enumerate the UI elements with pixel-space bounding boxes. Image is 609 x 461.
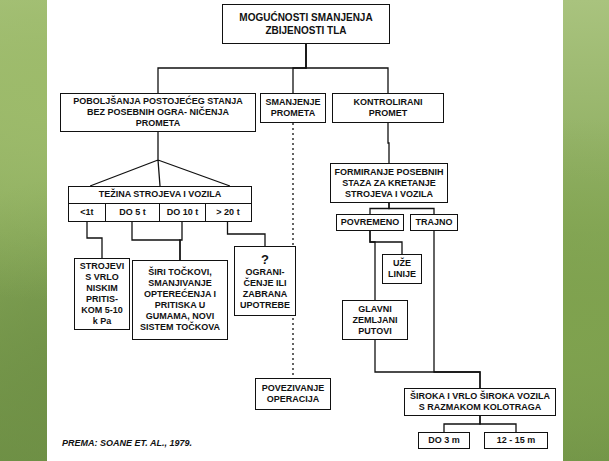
node-text: > 20 t [208, 207, 248, 218]
process-box: DO 3 m [418, 432, 470, 449]
node-text: POVREMENO [340, 217, 400, 228]
process-box: ?OGRANI- ČENJE ILI ZABRANA UPOTREBE [234, 246, 296, 316]
process-box: 12 - 15 m [484, 432, 548, 449]
connector [389, 203, 434, 214]
node-text: KONTROLIRANI PROMET [336, 97, 440, 119]
table-cell: > 20 t [205, 204, 250, 221]
node-text: <1t [71, 207, 103, 218]
connector [444, 416, 480, 432]
process-box: UŽE LINIJE [382, 254, 422, 284]
connector [434, 231, 480, 388]
process-box: STROJEVI S VRLO NISKIM PRITIS- KOM 5-10 … [74, 258, 130, 330]
node-text: 12 - 15 m [488, 435, 544, 446]
node-text: ŠIRI TOČKOVI, SMANJIVANJE OPTEREĆENJA I … [136, 267, 224, 333]
connector [370, 203, 389, 214]
process-box: SMANJENJE PROMETA [260, 93, 326, 123]
connector [158, 44, 306, 93]
node-text: DO 5 t [108, 207, 157, 218]
connector [370, 231, 375, 300]
connector [375, 340, 480, 388]
process-box: TRAJNO [410, 214, 458, 231]
node-text: POVEZIVANJE OPERACIJA [259, 383, 327, 405]
process-box: MOGUĆNOSTI SMANJENJA ZBIJENOSTI TLA [222, 4, 390, 44]
node-text: POBOLJŠANJA POSTOJEĆEG STANJA BEZ POSEBN… [64, 96, 252, 129]
node-heading: ? [238, 252, 292, 267]
connector [293, 44, 306, 93]
node-text: DO 10 t [162, 207, 203, 218]
node-text: TEŽINA STROJEVA I VOZILA [69, 187, 251, 204]
node-text: SMANJENJE PROMETA [264, 97, 322, 119]
node-text: DO 3 m [422, 435, 466, 446]
node-text: ŠIROKA I VRLO ŠIROKA VOZILA S RAZMAKOM K… [408, 391, 552, 413]
weight-table: TEŽINA STROJEVA I VOZILA <1t DO 5 t DO 10 t… [68, 186, 252, 222]
source-note: PREMA: SOANE ET. AL., 1979. [62, 438, 192, 448]
node-text: MOGUĆNOSTI SMANJENJA ZBIJENOSTI TLA [226, 11, 386, 37]
connector [132, 221, 180, 260]
process-box: POVREMENO [336, 214, 404, 231]
table-cell: DO 5 t [105, 204, 159, 221]
node-text: FORMIRANJE POSEBNIH STAZA ZA KRETANJE ST… [334, 167, 444, 200]
connector [388, 123, 389, 163]
process-box: KONTROLIRANI PROMET [332, 93, 444, 123]
node-text: GLAVNI ZEMLJANI PUTOVI [346, 304, 404, 337]
connector [306, 44, 388, 93]
process-box: ŠIRI TOČKOVI, SMANJIVANJE OPTEREĆENJA I … [132, 260, 228, 340]
table-cell: DO 10 t [159, 204, 205, 221]
connector [180, 221, 182, 260]
process-box: FORMIRANJE POSEBNIH STAZA ZA KRETANJE ST… [330, 163, 448, 203]
connector [228, 221, 266, 246]
process-box: GLAVNI ZEMLJANI PUTOVI [342, 300, 408, 340]
table-cell: <1t [69, 204, 105, 221]
connector [480, 416, 516, 432]
node-text: STROJEVI S VRLO NISKIM PRITIS- KOM 5-10 … [78, 261, 126, 327]
process-box: ŠIROKA I VRLO ŠIROKA VOZILA S RAZMAKOM K… [404, 388, 556, 416]
process-box: POVEZIVANJE OPERACIJA [255, 378, 331, 410]
node-text: UŽE LINIJE [386, 258, 418, 280]
connector [90, 132, 230, 186]
process-box: POBOLJŠANJA POSTOJEĆEG STANJA BEZ POSEBN… [60, 93, 256, 132]
connector [87, 221, 102, 258]
node-text: TRAJNO [414, 217, 454, 228]
node-text: OGRANI- ČENJE ILI ZABRANA UPOTREBE [238, 267, 292, 311]
